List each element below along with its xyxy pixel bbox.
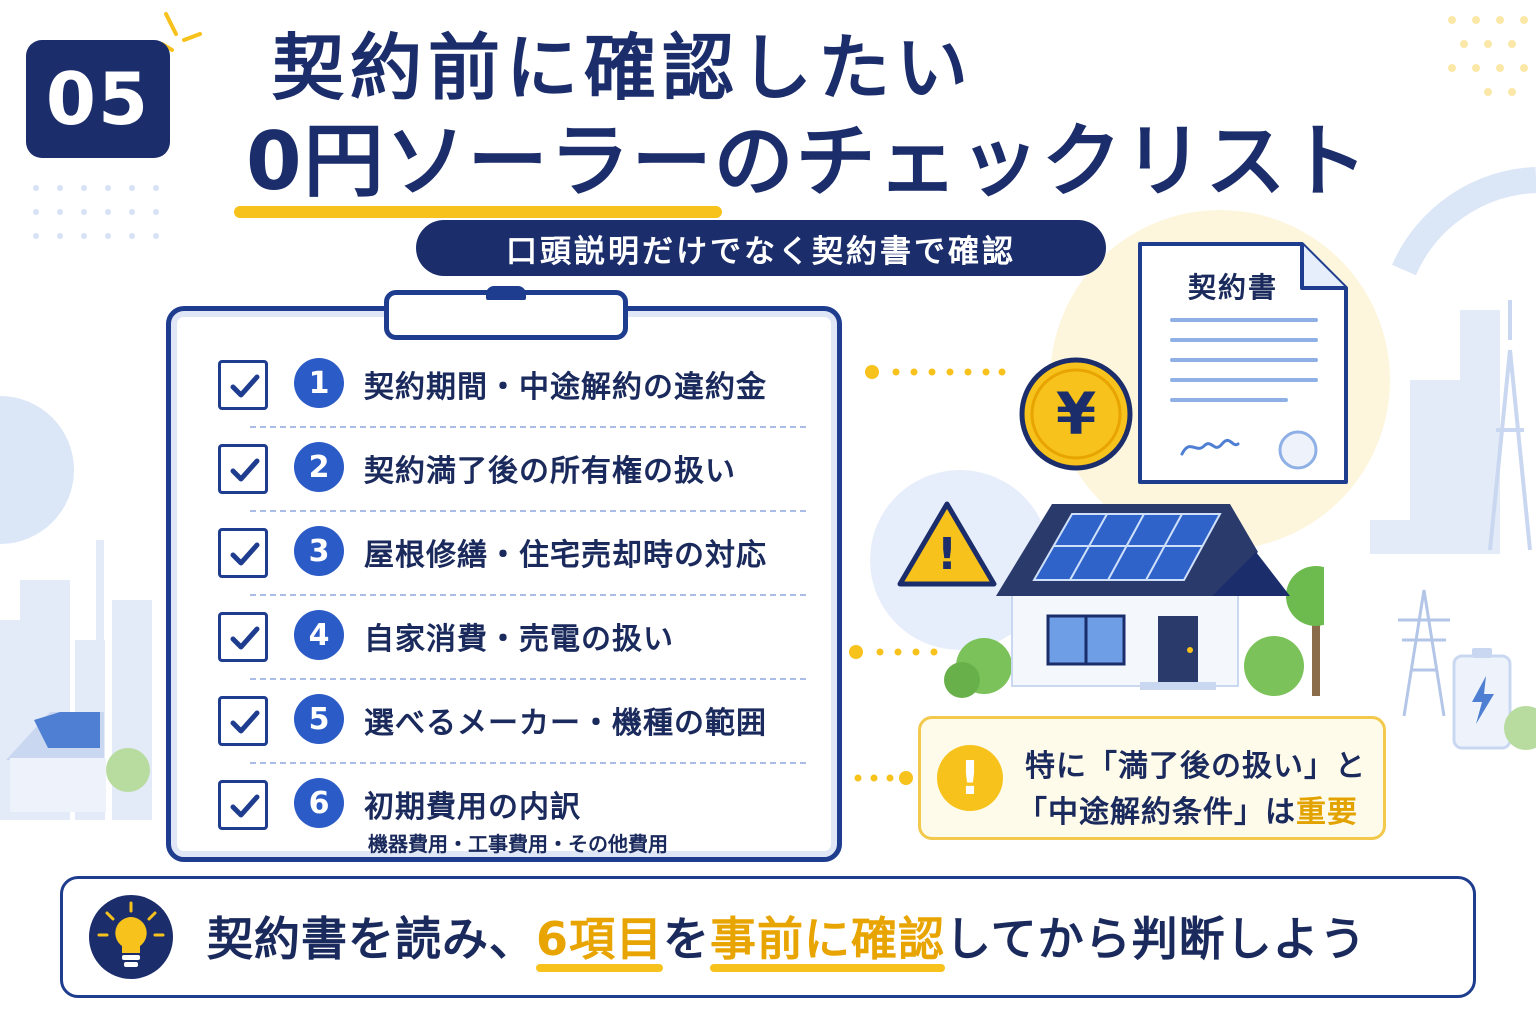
checklist-item-6: 6 初期費用の内訳 機器費用・工事費用・その他費用 xyxy=(216,778,816,858)
item-sublabel: 機器費用・工事費用・その他費用 xyxy=(368,832,668,856)
page-title-line2: 0円ソーラーのチェックリスト xyxy=(234,115,1370,218)
checkbox-checked-icon xyxy=(218,612,268,662)
item-divider xyxy=(250,426,806,428)
checkbox-checked-icon xyxy=(218,444,268,494)
item-label: 契約満了後の所有権の扱い xyxy=(364,454,736,489)
item-number: 6 xyxy=(294,778,344,828)
banner-text-part1: 契約書を読み、 xyxy=(207,912,536,966)
item-label: 選べるメーカー・機種の範囲 xyxy=(364,706,767,741)
notice-emphasis: 重要 xyxy=(1296,795,1358,830)
yen-symbol: ¥ xyxy=(1055,380,1097,448)
page-title-line1: 契約前に確認したい xyxy=(272,26,975,110)
checklist-item-4: 4 自家消費・売電の扱い xyxy=(216,610,816,690)
warning-triangle-icon xyxy=(897,501,997,587)
item-label: 屋根修繕・住宅売却時の対応 xyxy=(364,538,767,573)
notice-line2-main: 「中途解約条件」は xyxy=(1017,795,1296,830)
banner-text-part3: してから判断しよう xyxy=(945,912,1367,966)
conclusion-banner: 契約書を読み、6項目を事前に確認してから判断しよう xyxy=(60,876,1476,998)
item-number: 1 xyxy=(294,358,344,408)
checkbox-checked-icon xyxy=(218,696,268,746)
contract-document-icon xyxy=(1138,242,1348,484)
notice-line1: 特に「満了後の扱い」と xyxy=(1025,749,1366,784)
item-label: 契約期間・中途解約の違約金 xyxy=(364,370,767,405)
solar-house-illustration xyxy=(944,504,1324,698)
banner-highlight-action: 事前に確認 xyxy=(710,912,946,966)
contract-title: 契約書 xyxy=(1188,271,1279,304)
item-divider xyxy=(250,678,806,680)
step-badge: 05 xyxy=(26,40,170,158)
item-divider xyxy=(250,510,806,512)
conclusion-text: 契約書を読み、6項目を事前に確認してから判断しよう xyxy=(207,903,1367,969)
lightbulb-icon xyxy=(89,895,173,979)
item-number: 4 xyxy=(294,610,344,660)
clipboard-knob xyxy=(486,286,526,300)
item-divider xyxy=(250,594,806,596)
checkbox-checked-icon xyxy=(218,528,268,578)
banner-text-part2: を xyxy=(663,912,711,966)
checkbox-checked-icon xyxy=(218,360,268,410)
title-highlight: 0円ソーラー xyxy=(234,115,722,218)
item-label: 自家消費・売電の扱い xyxy=(364,622,674,657)
notice-card: ! 特に「満了後の扱い」と 「中途解約条件」は重要 xyxy=(918,716,1386,840)
checklist-clipboard xyxy=(166,306,842,862)
item-number: 3 xyxy=(294,526,344,576)
warning-symbol: ! xyxy=(936,529,958,580)
item-number: 2 xyxy=(294,442,344,492)
item-label: 初期費用の内訳 xyxy=(364,790,581,825)
exclamation-circle-icon: ! xyxy=(937,745,1003,811)
item-number: 5 xyxy=(294,694,344,744)
checklist-item-5: 5 選べるメーカー・機種の範囲 xyxy=(216,694,816,774)
yen-coin-icon xyxy=(1019,357,1133,471)
notice-line2: 「中途解約条件」は重要 xyxy=(1017,787,1358,831)
checklist-item-2: 2 契約満了後の所有権の扱い xyxy=(216,442,816,522)
subtitle-pill: 口頭説明だけでなく契約書で確認 xyxy=(416,220,1106,276)
checklist-item-3: 3 屋根修繕・住宅売却時の対応 xyxy=(216,526,816,606)
checklist-item-1: 1 契約期間・中途解約の違約金 xyxy=(216,358,816,438)
checkbox-checked-icon xyxy=(218,780,268,830)
banner-highlight-count: 6項目 xyxy=(536,912,664,966)
item-divider xyxy=(250,762,806,764)
title-rest: のチェックリスト xyxy=(713,115,1370,208)
